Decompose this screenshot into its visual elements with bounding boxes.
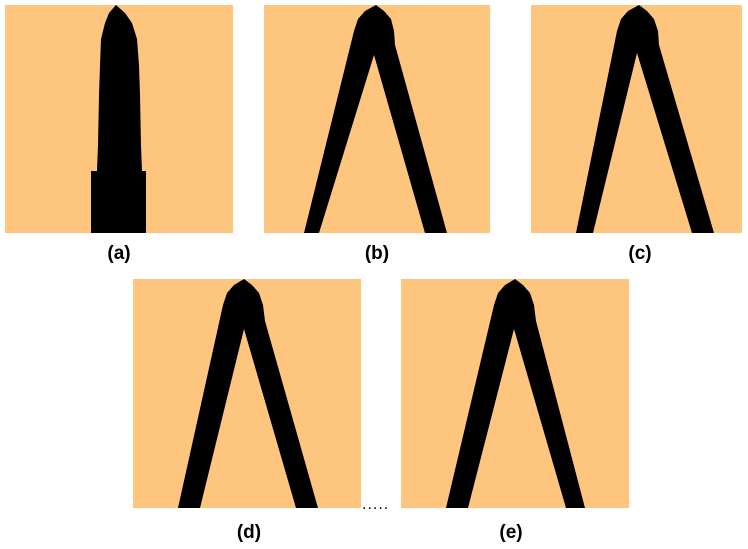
panel-c — [531, 5, 742, 233]
panel-d-inverted-v-shape — [178, 279, 318, 508]
panel-a-needle-shape — [91, 5, 146, 233]
panel-b-inverted-v-shape — [304, 5, 447, 233]
caption-c: (c) — [628, 243, 652, 264]
panel-c-shape-svg — [531, 5, 742, 233]
panel-a-shape-svg — [5, 5, 233, 233]
panel-d — [133, 279, 361, 508]
caption-e: (e) — [499, 522, 523, 543]
panel-a — [5, 5, 233, 233]
caption-d: (d) — [236, 522, 262, 543]
panel-c-inverted-v-shape — [576, 5, 714, 233]
panel-b — [264, 5, 490, 233]
panel-e-inverted-v-shape — [446, 279, 585, 508]
sequence-ellipsis: ..... — [362, 496, 390, 513]
caption-b: (b) — [364, 243, 390, 264]
panel-d-shape-svg — [133, 279, 361, 508]
panel-b-shape-svg — [264, 5, 490, 233]
panel-e-shape-svg — [401, 279, 629, 508]
panel-e — [401, 279, 629, 508]
caption-a: (a) — [107, 243, 131, 264]
